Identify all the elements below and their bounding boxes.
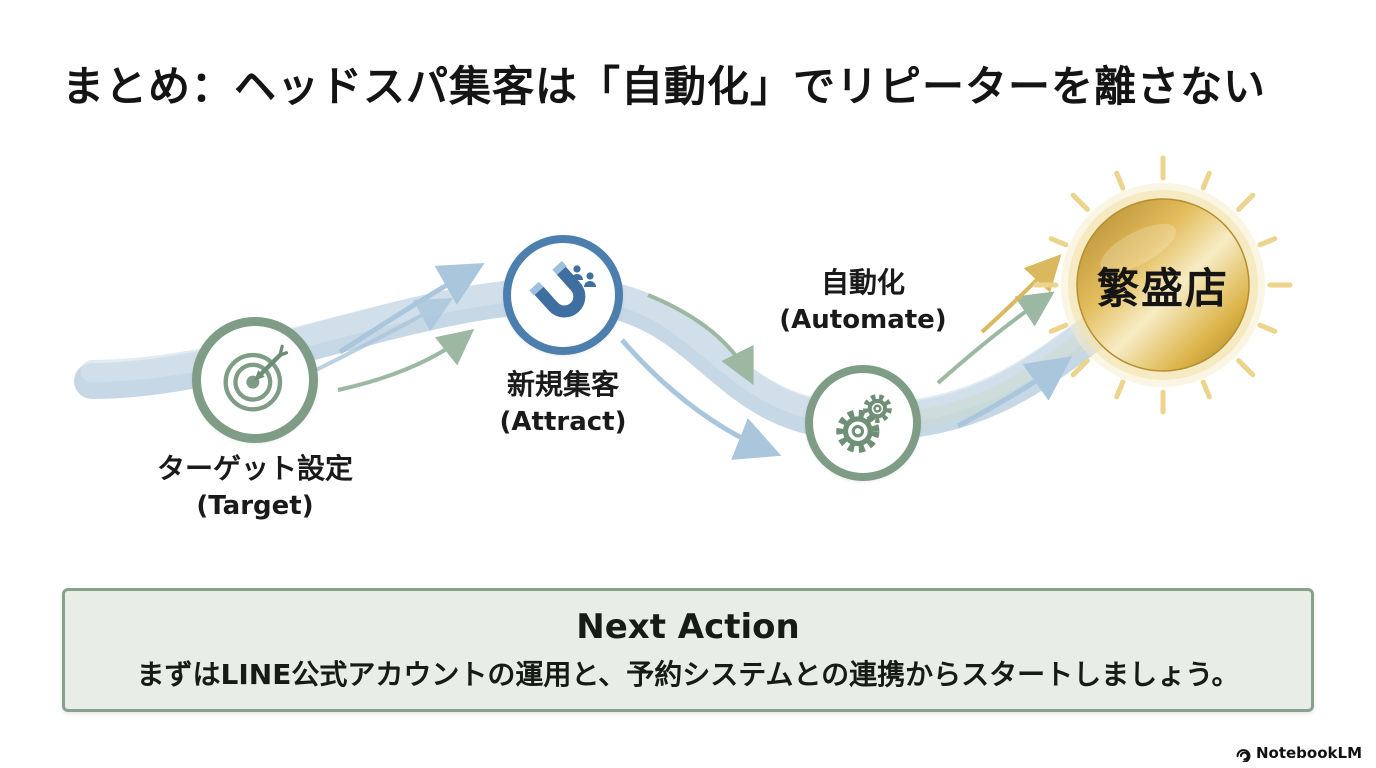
- next-action-box: Next Action まずはLINE公式アカウントの運用と、予約システムとの連…: [62, 588, 1314, 712]
- goal-label: 繁盛店: [1096, 263, 1229, 313]
- arrow-gold-1: [980, 254, 1062, 334]
- arrow-green-1: [337, 329, 475, 392]
- arrow-green-3: [936, 291, 1055, 385]
- arrow-blue-2: [311, 298, 453, 374]
- target-icon: [223, 344, 289, 412]
- step-label-automate-jp: 自動化: [820, 266, 905, 299]
- notebooklm-logo: NotebookLM: [1235, 744, 1362, 762]
- step-label-automate: 自動化 (Automate): [713, 264, 1013, 339]
- arrow-green-2: [647, 293, 754, 386]
- step-label-automate-en: (Automate): [779, 304, 947, 335]
- next-action-body: まずはLINE公式アカウントの運用と、予約システムとの連携からスタートしましょう…: [136, 658, 1240, 691]
- step-label-target-jp: ターゲット設定: [156, 452, 353, 485]
- step-node-attract: [503, 235, 623, 355]
- step-label-target-en: (Target): [196, 490, 314, 521]
- notebooklm-icon: [1236, 748, 1251, 762]
- notebooklm-label: NotebookLM: [1255, 744, 1362, 762]
- goal-node: 繁盛店: [1028, 150, 1298, 420]
- sun-icon: [1033, 155, 1293, 415]
- next-action-heading: Next Action: [576, 607, 800, 647]
- arrow-blue-4: [956, 356, 1073, 429]
- step-label-attract-jp: 新規集客: [506, 368, 619, 401]
- page-title: まとめ：ヘッドスパ集客は「自動化」でリピーターを離さない: [62, 62, 1267, 111]
- step-label-target: ターゲット設定 (Target): [105, 450, 405, 525]
- step-label-attract: 新規集客 (Attract): [413, 366, 713, 441]
- step-label-attract-en: (Attract): [499, 406, 627, 437]
- arrow-blue-3: [620, 338, 782, 460]
- step-node-automate: [805, 365, 921, 481]
- gears-icon: [836, 394, 892, 453]
- magnet-icon: [529, 260, 596, 318]
- step-node-target: [192, 317, 318, 443]
